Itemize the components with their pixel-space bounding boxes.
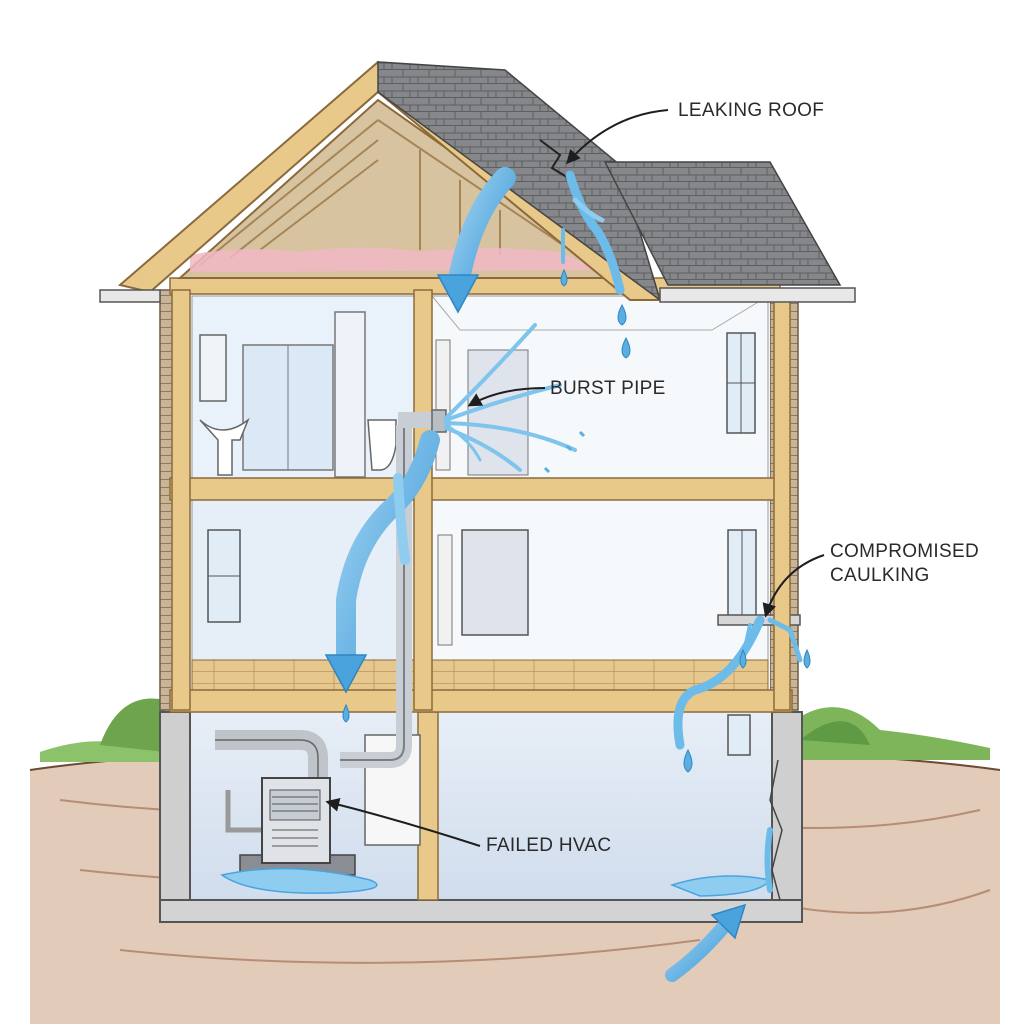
water-drips: [342, 268, 811, 773]
burst-pipe-label: BURST PIPE: [550, 378, 666, 399]
water-pipes: [340, 409, 447, 768]
leaking-roof-arrow: [566, 109, 669, 165]
roof: [99, 60, 856, 303]
compromised-caulking-label: COMPROMISED CAULKING: [830, 540, 979, 588]
callout-arrows: [325, 109, 825, 847]
burst-pipe-arrow: [467, 387, 546, 407]
compromised-caulking-line-2: CAULKING: [830, 565, 930, 586]
failed-hvac-arrow: [325, 797, 481, 847]
leaking-roof-label: LEAKING ROOF: [678, 100, 825, 121]
compromised-caulking-line-1: COMPROMISED: [830, 541, 979, 562]
grass: [40, 698, 990, 762]
failed-hvac-label: FAILED HVAC: [486, 835, 612, 856]
water-flows: [220, 167, 803, 982]
hvac-unit: [215, 730, 356, 876]
caulking-arrow: [762, 554, 825, 618]
framing: [169, 277, 793, 713]
